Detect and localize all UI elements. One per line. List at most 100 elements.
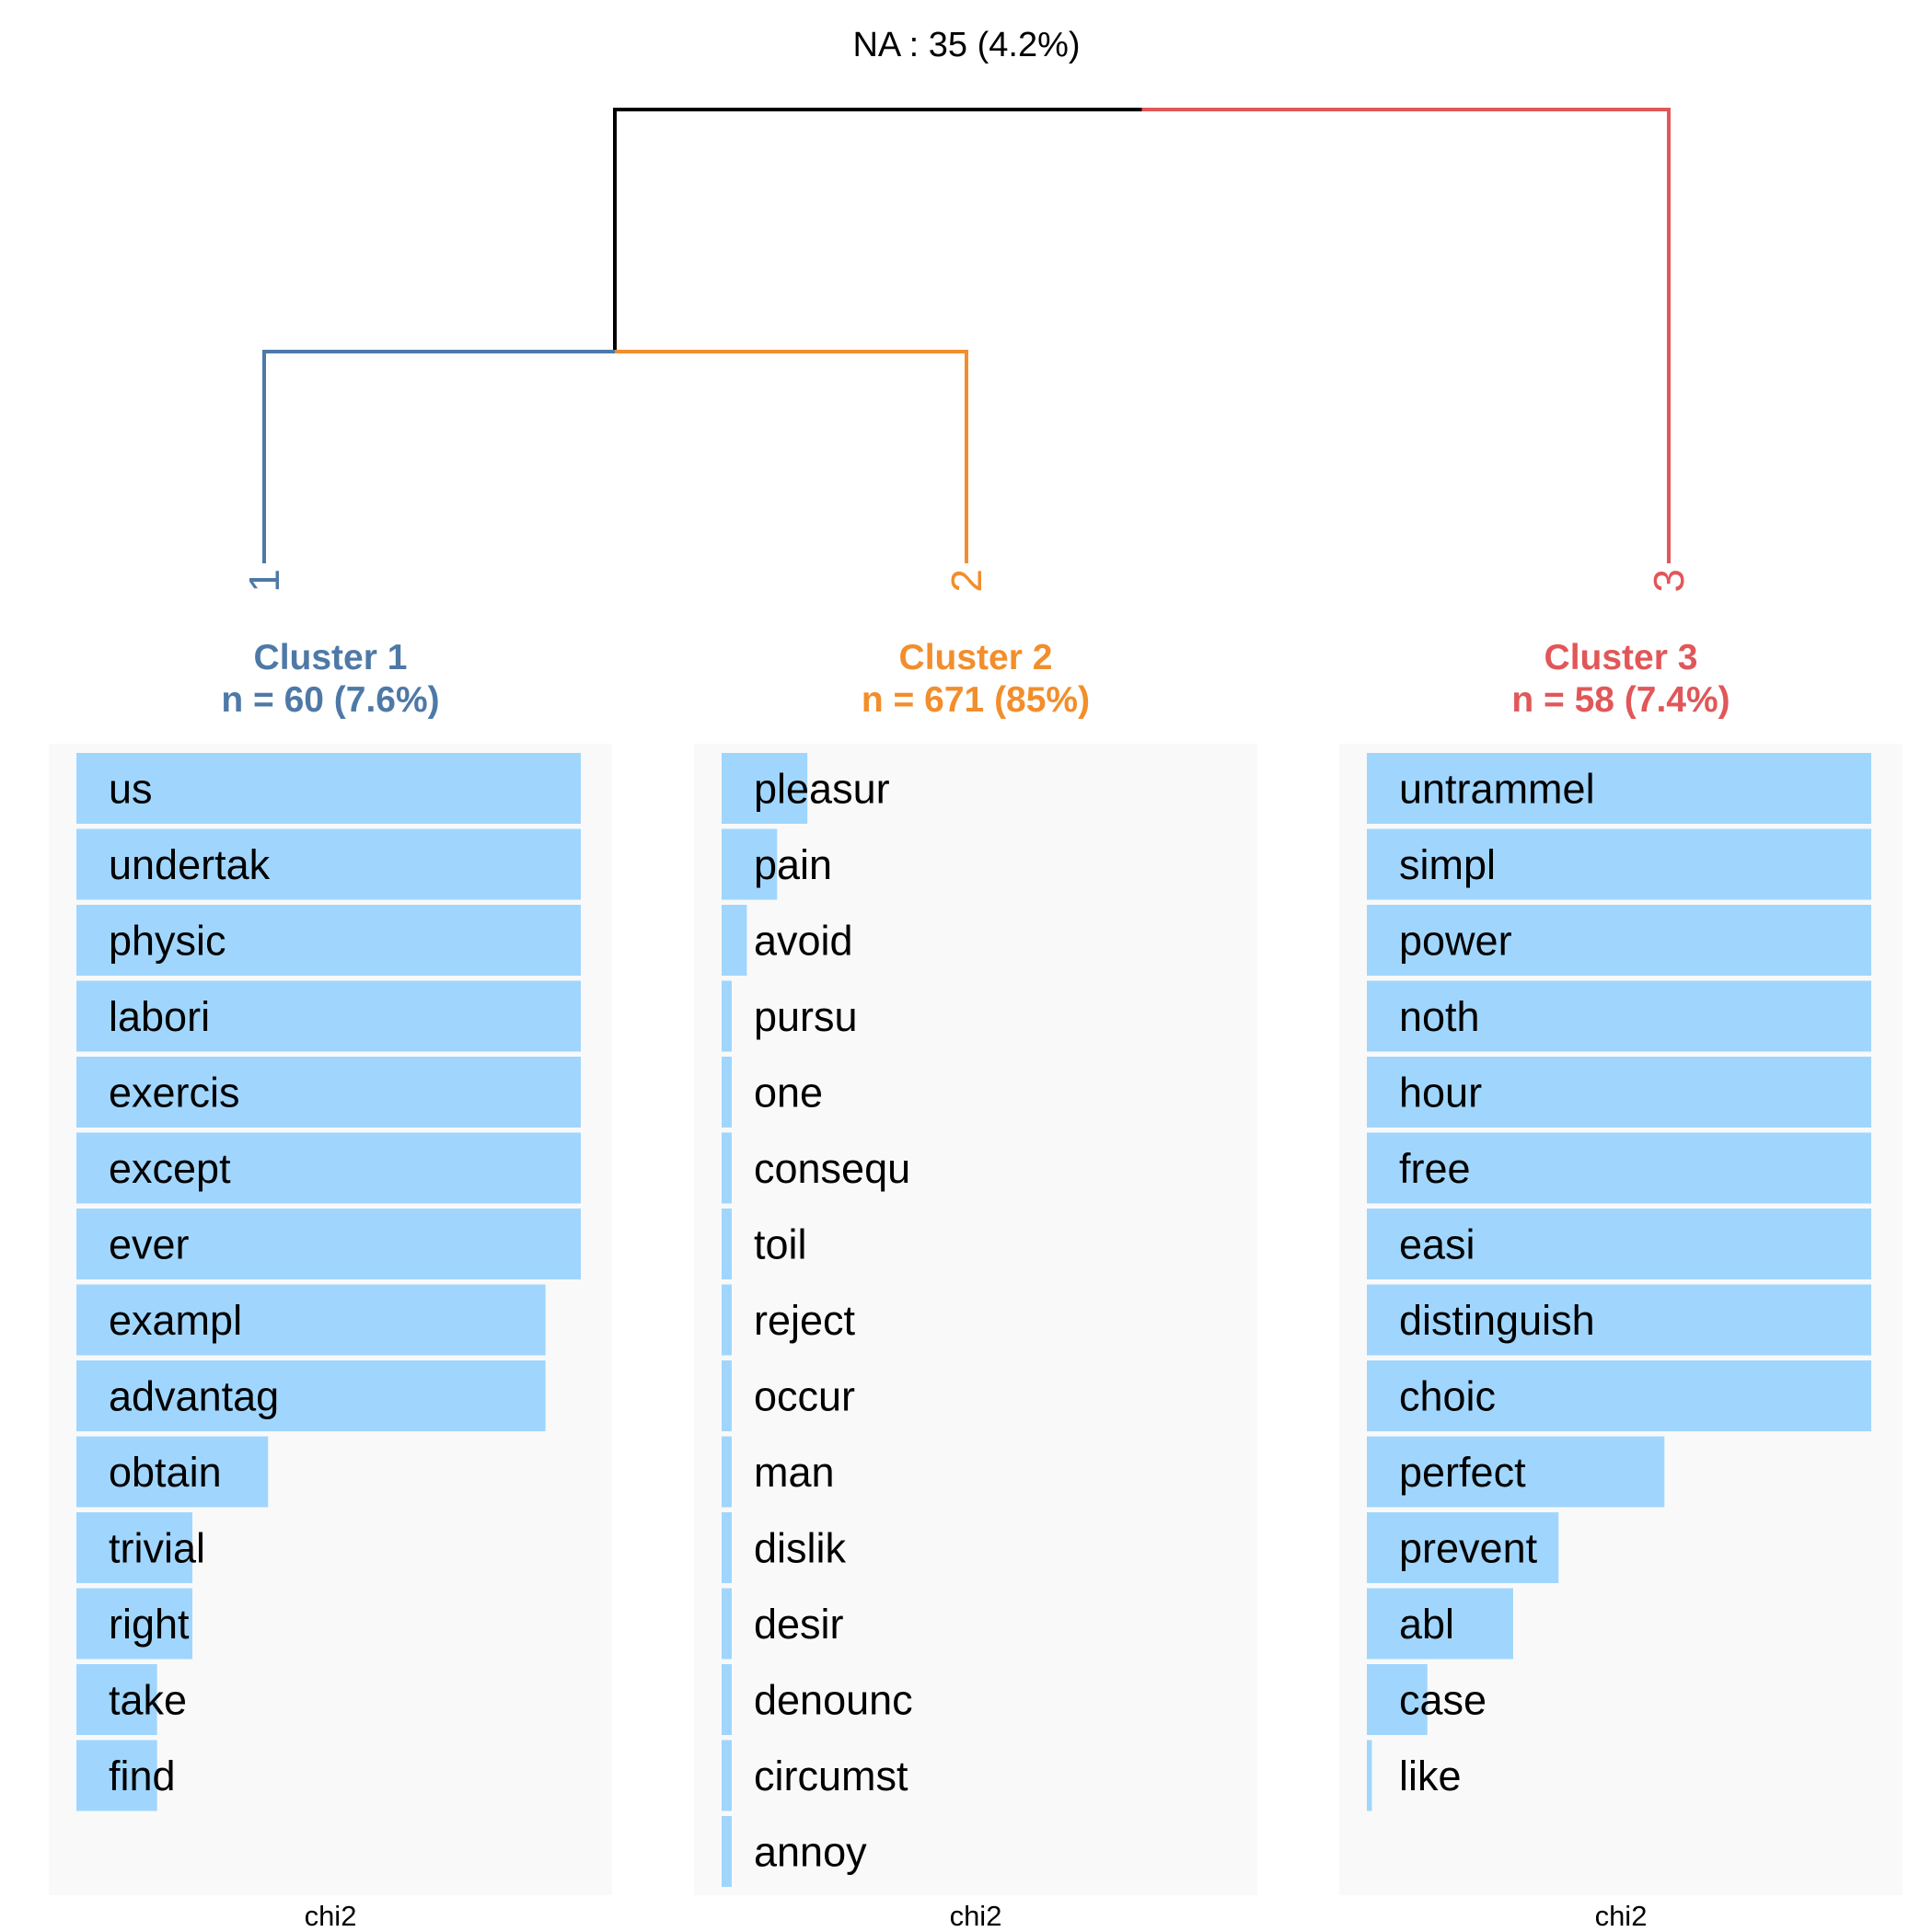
- bar-easi: [1367, 1209, 1871, 1279]
- term-label: pleasur: [754, 766, 890, 813]
- term-label: easi: [1399, 1221, 1475, 1268]
- bar-untrammel: [1367, 753, 1871, 824]
- term-label: undertak: [109, 841, 271, 888]
- bar-like: [1367, 1740, 1372, 1811]
- cluster-size: n = 58 (7.4%): [1511, 680, 1730, 720]
- term-label: simpl: [1399, 841, 1496, 888]
- term-label: pain: [754, 841, 832, 888]
- term-label: consequ: [754, 1145, 910, 1192]
- term-label: case: [1399, 1677, 1487, 1724]
- bar-avoid: [722, 905, 747, 976]
- bar-simpl: [1367, 828, 1871, 900]
- bar-exercis: [76, 1057, 581, 1128]
- bar-man: [722, 1436, 732, 1508]
- bar-annoy: [722, 1816, 732, 1887]
- term-label: advantag: [109, 1373, 279, 1420]
- term-label: right: [109, 1601, 190, 1648]
- cluster-panel-2: Cluster 2n = 671 (85%)pleasurpainavoidpu…: [694, 638, 1257, 1932]
- bar-denounc: [722, 1664, 732, 1735]
- bar-case: [1367, 1664, 1428, 1735]
- bar-perfect: [1367, 1436, 1665, 1508]
- term-label: circumst: [754, 1753, 908, 1799]
- bar-find: [76, 1740, 157, 1811]
- term-label: one: [754, 1070, 823, 1116]
- bar-free: [1367, 1132, 1871, 1204]
- term-label: power: [1399, 918, 1512, 965]
- na-label: NA : 35 (4.2%): [852, 26, 1080, 64]
- x-axis-label: chi2: [1595, 1900, 1648, 1932]
- term-label: us: [109, 766, 153, 813]
- term-label: toil: [754, 1221, 807, 1268]
- term-label: pursu: [754, 993, 858, 1040]
- bar-except: [76, 1132, 581, 1204]
- term-label: prevent: [1399, 1525, 1538, 1572]
- cluster-title: Cluster 1: [254, 638, 408, 677]
- term-label: distinguish: [1399, 1297, 1595, 1344]
- term-label: except: [109, 1145, 231, 1192]
- term-label: free: [1399, 1145, 1471, 1192]
- term-label: physic: [109, 918, 226, 965]
- leaf-label-2: 2: [943, 569, 990, 593]
- cluster-size: n = 60 (7.6%): [221, 680, 439, 720]
- term-label: obtain: [109, 1449, 222, 1496]
- term-label: untrammel: [1399, 766, 1595, 813]
- bar-one: [722, 1057, 732, 1128]
- bar-advantag: [76, 1360, 546, 1431]
- bar-trivial: [76, 1512, 193, 1583]
- bar-circumst: [722, 1740, 732, 1811]
- bar-physic: [76, 905, 581, 976]
- term-label: reject: [754, 1297, 856, 1344]
- bar-consequ: [722, 1132, 732, 1204]
- x-axis-label: chi2: [950, 1900, 1002, 1932]
- x-axis-label: chi2: [305, 1900, 357, 1932]
- bar-exampl: [76, 1284, 546, 1356]
- term-label: desir: [754, 1601, 844, 1648]
- branch-cluster-1: [262, 350, 615, 563]
- panel-background: [694, 744, 1257, 1895]
- bar-reject: [722, 1284, 732, 1356]
- term-label: ever: [109, 1221, 190, 1268]
- root-branch-right: [1141, 108, 1671, 563]
- term-label: take: [109, 1677, 187, 1724]
- bar-distinguish: [1367, 1284, 1871, 1356]
- term-label: choic: [1399, 1373, 1496, 1420]
- term-label: perfect: [1399, 1449, 1526, 1496]
- bar-prevent: [1367, 1512, 1559, 1583]
- term-label: noth: [1399, 993, 1480, 1040]
- cluster-panels: Cluster 1n = 60 (7.6%) us undertak physic la…: [49, 638, 1903, 1932]
- bar-choic: [1367, 1360, 1871, 1431]
- term-label: find: [109, 1753, 176, 1799]
- term-label: man: [754, 1449, 835, 1496]
- leaf-label-1: 1: [240, 569, 288, 593]
- term-label: like: [1399, 1753, 1462, 1799]
- bar-obtain: [76, 1436, 269, 1508]
- bar-labori: [76, 980, 581, 1052]
- bar-abl: [1367, 1588, 1513, 1660]
- dendrogram: 1 2 3: [240, 108, 1693, 593]
- bar-ever: [76, 1209, 581, 1279]
- cluster-panel-1: Cluster 1n = 60 (7.6%) us undertak physic la…: [49, 638, 612, 1932]
- bar-us: [76, 753, 581, 824]
- bar-noth: [1367, 980, 1871, 1052]
- leaf-label-3: 3: [1645, 569, 1693, 593]
- root-branch-left: [613, 108, 1142, 352]
- bar-pleasur: [722, 753, 808, 824]
- term-label: denounc: [754, 1677, 913, 1724]
- term-label: abl: [1399, 1601, 1454, 1648]
- bar-occur: [722, 1360, 732, 1431]
- cluster-size: n = 671 (85%): [862, 680, 1090, 720]
- bar-power: [1367, 905, 1871, 976]
- term-label: exampl: [109, 1297, 242, 1344]
- bar-right: [76, 1588, 193, 1660]
- term-label: dislik: [754, 1525, 847, 1572]
- bar-pursu: [722, 980, 732, 1052]
- term-label: avoid: [754, 918, 853, 965]
- bar-hour: [1367, 1057, 1871, 1128]
- term-label: occur: [754, 1373, 855, 1420]
- term-label: annoy: [754, 1829, 867, 1876]
- cluster-panel-3: Cluster 3n = 58 (7.4%)untrammelsimplpowe…: [1339, 638, 1903, 1932]
- term-label: trivial: [109, 1525, 205, 1572]
- term-label: exercis: [109, 1070, 240, 1116]
- term-label: labori: [109, 993, 210, 1040]
